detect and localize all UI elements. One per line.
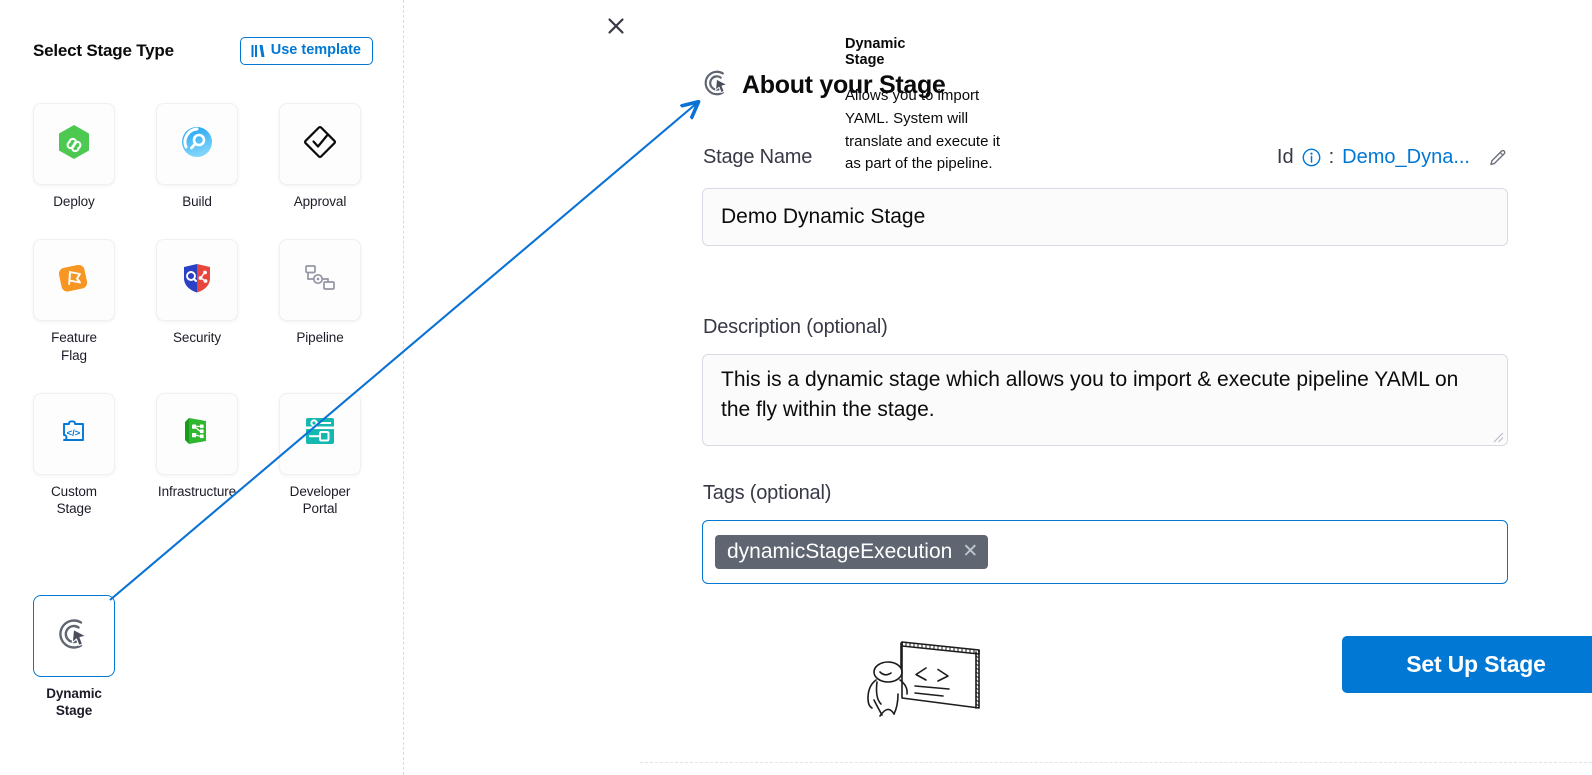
feature-flag-icon: [57, 261, 91, 300]
tag-chip[interactable]: dynamicStageExecution ✕: [715, 535, 989, 569]
bottom-divider: [640, 762, 1592, 763]
stage-label: Developer Portal: [289, 483, 351, 517]
stage-card-feature-flag[interactable]: Feature Flag: [33, 239, 115, 364]
tag-chip-remove-icon[interactable]: ✕: [962, 541, 979, 562]
stage-label: Feature Flag: [51, 330, 97, 363]
stage-id-value[interactable]: Demo_Dyna...: [1342, 146, 1470, 168]
pipeline-nodes-icon: [303, 263, 337, 298]
use-template-button[interactable]: Use template: [239, 37, 373, 65]
stage-card-approval[interactable]: Approval: [279, 103, 361, 210]
set-up-stage-button[interactable]: Set Up Stage: [1342, 636, 1592, 693]
stage-card-surface: [33, 239, 115, 322]
stage-id-label: Id: [1276, 146, 1294, 168]
stage-name-input[interactable]: [702, 188, 1508, 246]
svg-text:</>: </>: [67, 428, 81, 439]
stage-card-surface: [279, 103, 361, 185]
person-presenting-code-board-illustration: [854, 620, 984, 720]
stage-label: Build: [182, 194, 212, 209]
page-title: Select Stage Type: [33, 41, 174, 60]
approval-diamond-check-icon: [302, 124, 338, 165]
dynamic-stage-cursor-target-icon: [702, 68, 732, 103]
stage-info-panel: Dynamic Stage Allows you to import YAML.…: [404, 0, 1000, 775]
security-dual-shield-icon: [179, 261, 215, 300]
stage-card-pipeline[interactable]: Pipeline: [279, 239, 361, 364]
stage-card-deploy[interactable]: Deploy: [33, 103, 115, 210]
about-title: About your Stage: [742, 71, 946, 99]
template-bars-icon: [251, 44, 265, 58]
deploy-hexagon-infinity-icon: [57, 124, 91, 165]
stage-label: Infrastructure: [157, 483, 237, 499]
stage-card-surface: [156, 392, 238, 475]
stage-id-group: Id : Demo_Dyna...: [1277, 146, 1508, 169]
about-header: About your Stage: [702, 68, 946, 103]
use-template-label: Use template: [270, 42, 361, 59]
stage-name-label: Stage Name: [703, 146, 813, 168]
dynamic-stage-cursor-target-icon: [56, 616, 92, 657]
stage-label: Custom Stage: [51, 483, 97, 517]
tag-chip-label: dynamicStageExecution: [727, 540, 953, 563]
description-label: Description (optional): [703, 316, 888, 338]
stage-id-separator: :: [1328, 146, 1335, 168]
tags-input[interactable]: dynamicStageExecution ✕: [702, 520, 1508, 584]
stage-card-surface: [279, 239, 361, 322]
stage-label: Security: [173, 330, 221, 346]
about-your-stage-panel: About your Stage Stage Name Id : Demo_Dy…: [640, 0, 1592, 775]
stage-card-surface: [156, 239, 238, 322]
stage-card-surface: [279, 392, 361, 475]
tags-label: Tags (optional): [703, 482, 832, 504]
stage-info-description: Allows you to import YAML. System will t…: [845, 87, 1001, 173]
build-magnifier-circle-icon: [180, 125, 214, 164]
stage-card-dynamic-stage[interactable]: Dynamic Stage: [33, 595, 115, 720]
stage-card-surface: [156, 103, 238, 185]
stage-card-developer-portal[interactable]: Developer Portal: [279, 392, 361, 518]
close-icon[interactable]: [604, 14, 628, 38]
stage-card-surface: [33, 595, 115, 677]
pencil-edit-icon[interactable]: [1488, 148, 1508, 168]
stage-type-grid: Deploy Build: [33, 103, 373, 546]
description-input[interactable]: This is a dynamic stage which allows you…: [702, 354, 1508, 446]
stage-card-infrastructure[interactable]: Infrastructure: [156, 392, 238, 518]
info-circle-icon[interactable]: [1302, 148, 1321, 167]
stage-label: Deploy: [53, 194, 95, 209]
stage-name-label-row: Stage Name Id : Demo_Dyna...: [703, 146, 1508, 169]
stage-label: Dynamic Stage: [46, 686, 102, 719]
infrastructure-nodes-icon: [182, 415, 212, 452]
stage-info-title: Dynamic Stage: [845, 36, 906, 68]
custom-stage-code-puzzle-icon: </>: [58, 415, 90, 452]
stage-label: Pipeline: [296, 330, 344, 346]
stage-card-build[interactable]: Build: [156, 103, 238, 210]
stage-card-surface: </>: [33, 392, 115, 475]
left-panel-header: Select Stage Type Use template: [33, 36, 373, 66]
stage-type-panel: Select Stage Type Use template: [0, 0, 403, 775]
stage-card-custom-stage[interactable]: </> Custom Stage: [33, 392, 115, 518]
stage-label: Approval: [293, 194, 347, 209]
developer-portal-panel-icon: [304, 416, 336, 451]
stage-card-surface: [33, 103, 115, 185]
stage-card-security[interactable]: Security: [156, 239, 238, 364]
